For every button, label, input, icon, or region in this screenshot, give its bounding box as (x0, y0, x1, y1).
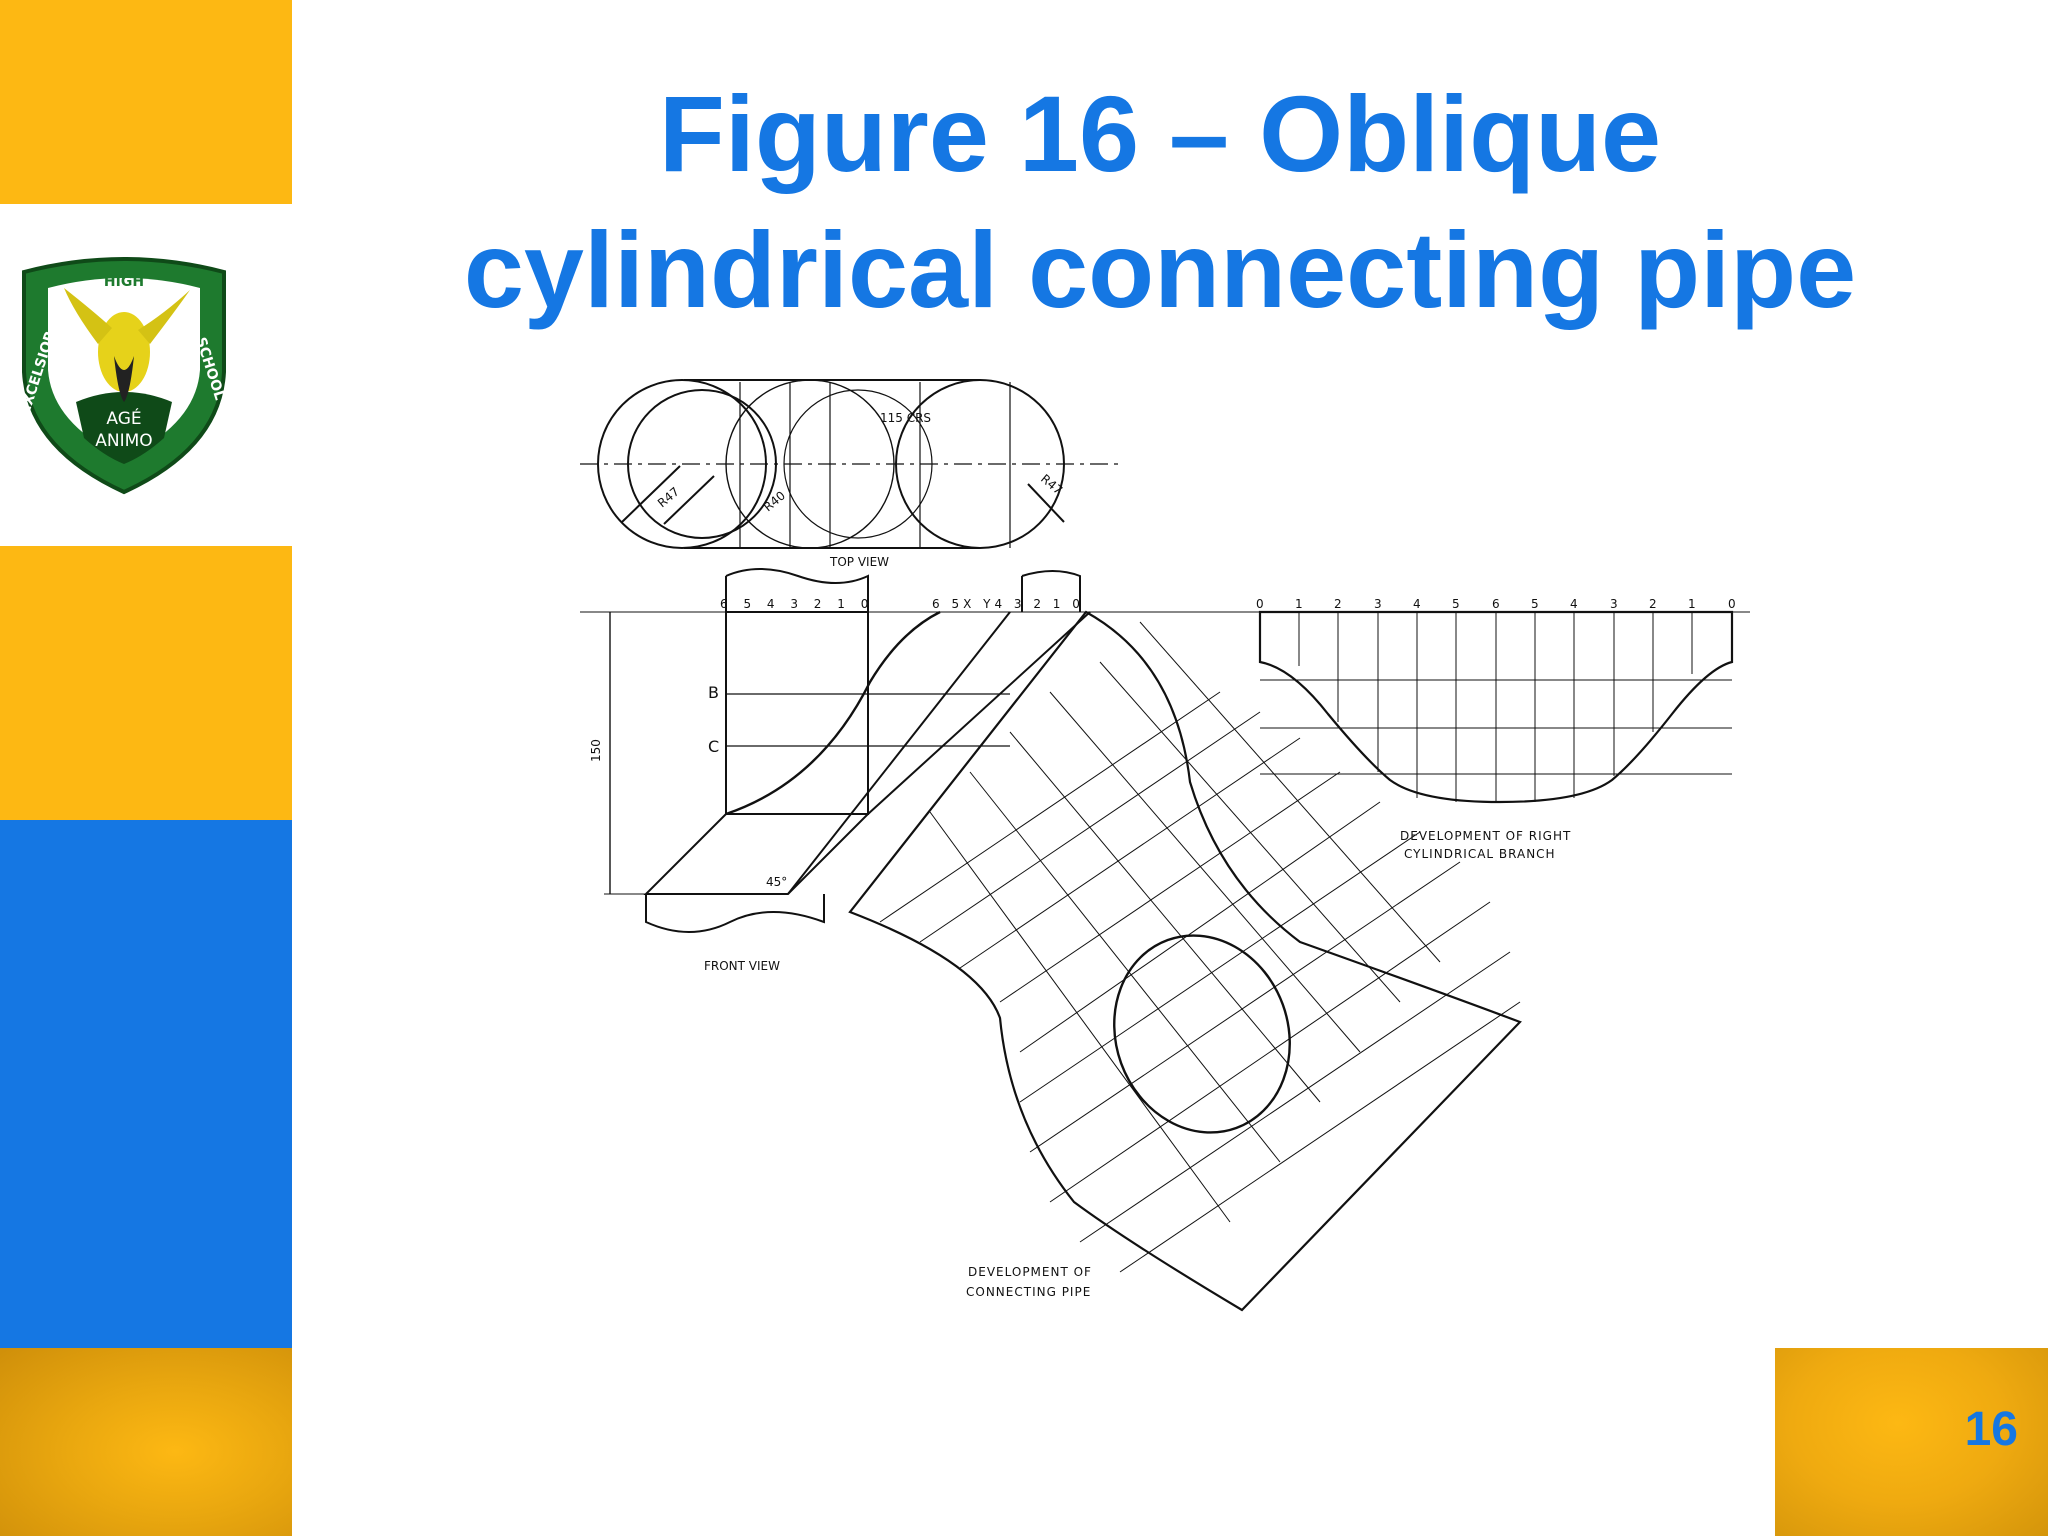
dev-pipe-line1: DEVELOPMENT OF (968, 1265, 1092, 1279)
label-c: C (708, 737, 719, 756)
top-view (580, 379, 1120, 549)
dev-pipe-line2: CONNECTING PIPE (966, 1285, 1091, 1299)
crest-motto-line1: AGÉ (106, 407, 141, 429)
crest-top-text: HIGH (104, 274, 144, 290)
dim-angle: 45° (766, 875, 787, 889)
dim-height: 150 (589, 739, 603, 762)
radius-left-outer: R47 (655, 484, 682, 510)
svg-text:1: 1 (1688, 597, 1696, 611)
technical-drawing: 115 CRS R47 R40 R47 TOP VIEW 150 45° B C… (580, 379, 1750, 1312)
svg-text:4: 4 (1413, 597, 1421, 611)
dim-centres: 115 CRS (880, 411, 931, 425)
school-crest-logo: HIGH EXCELSIOR SCHOOL AGÉ ANIMO (17, 257, 227, 495)
svg-text:0: 0 (1728, 597, 1736, 611)
branch-numbers: 0 1 2 3 4 5 6 5 4 3 2 1 0 (1256, 597, 1736, 611)
front-numbers: 6 5 4 3 2 1 0 (720, 597, 874, 611)
svg-text:4: 4 (1570, 597, 1578, 611)
label-b: B (708, 683, 719, 702)
top-view-label: TOP VIEW (829, 555, 889, 569)
gold-band-bottom (0, 1348, 292, 1536)
svg-text:1: 1 (1295, 597, 1303, 611)
svg-text:2: 2 (1334, 597, 1342, 611)
svg-text:2: 2 (1649, 597, 1657, 611)
blue-band (0, 820, 292, 1348)
connecting-pipe-development (848, 610, 1522, 1312)
dev-branch-line1: DEVELOPMENT OF RIGHT (1400, 829, 1571, 843)
right-branch-development (1258, 610, 1734, 804)
gold-band-top (0, 0, 292, 204)
svg-text:3: 3 (1374, 597, 1382, 611)
front-view-label: FRONT VIEW (704, 959, 780, 973)
page-number: 16 (1964, 1403, 2018, 1456)
dev-branch-line2: CYLINDRICAL BRANCH (1404, 847, 1556, 861)
slide-title-line2: cylindrical connecting pipe (463, 209, 1857, 330)
svg-text:0: 0 (1256, 597, 1264, 611)
pipe-numbers: 6 5X Y4 3 2 1 0 (932, 597, 1084, 611)
page-number-box: 16 (1775, 1348, 2048, 1536)
radius-left-inner: R40 (761, 488, 788, 514)
slide-title-line1: Figure 16 – Oblique (658, 73, 1662, 194)
svg-text:3: 3 (1610, 597, 1618, 611)
radius-right: R47 (1038, 472, 1065, 498)
slide-title: Figure 16 – Oblique cylindrical connecti… (340, 66, 1980, 338)
svg-text:6: 6 (1492, 597, 1500, 611)
svg-text:5: 5 (1531, 597, 1539, 611)
crest-motto-line2: ANIMO (95, 431, 152, 451)
gold-band-middle (0, 546, 292, 820)
svg-text:5: 5 (1452, 597, 1460, 611)
